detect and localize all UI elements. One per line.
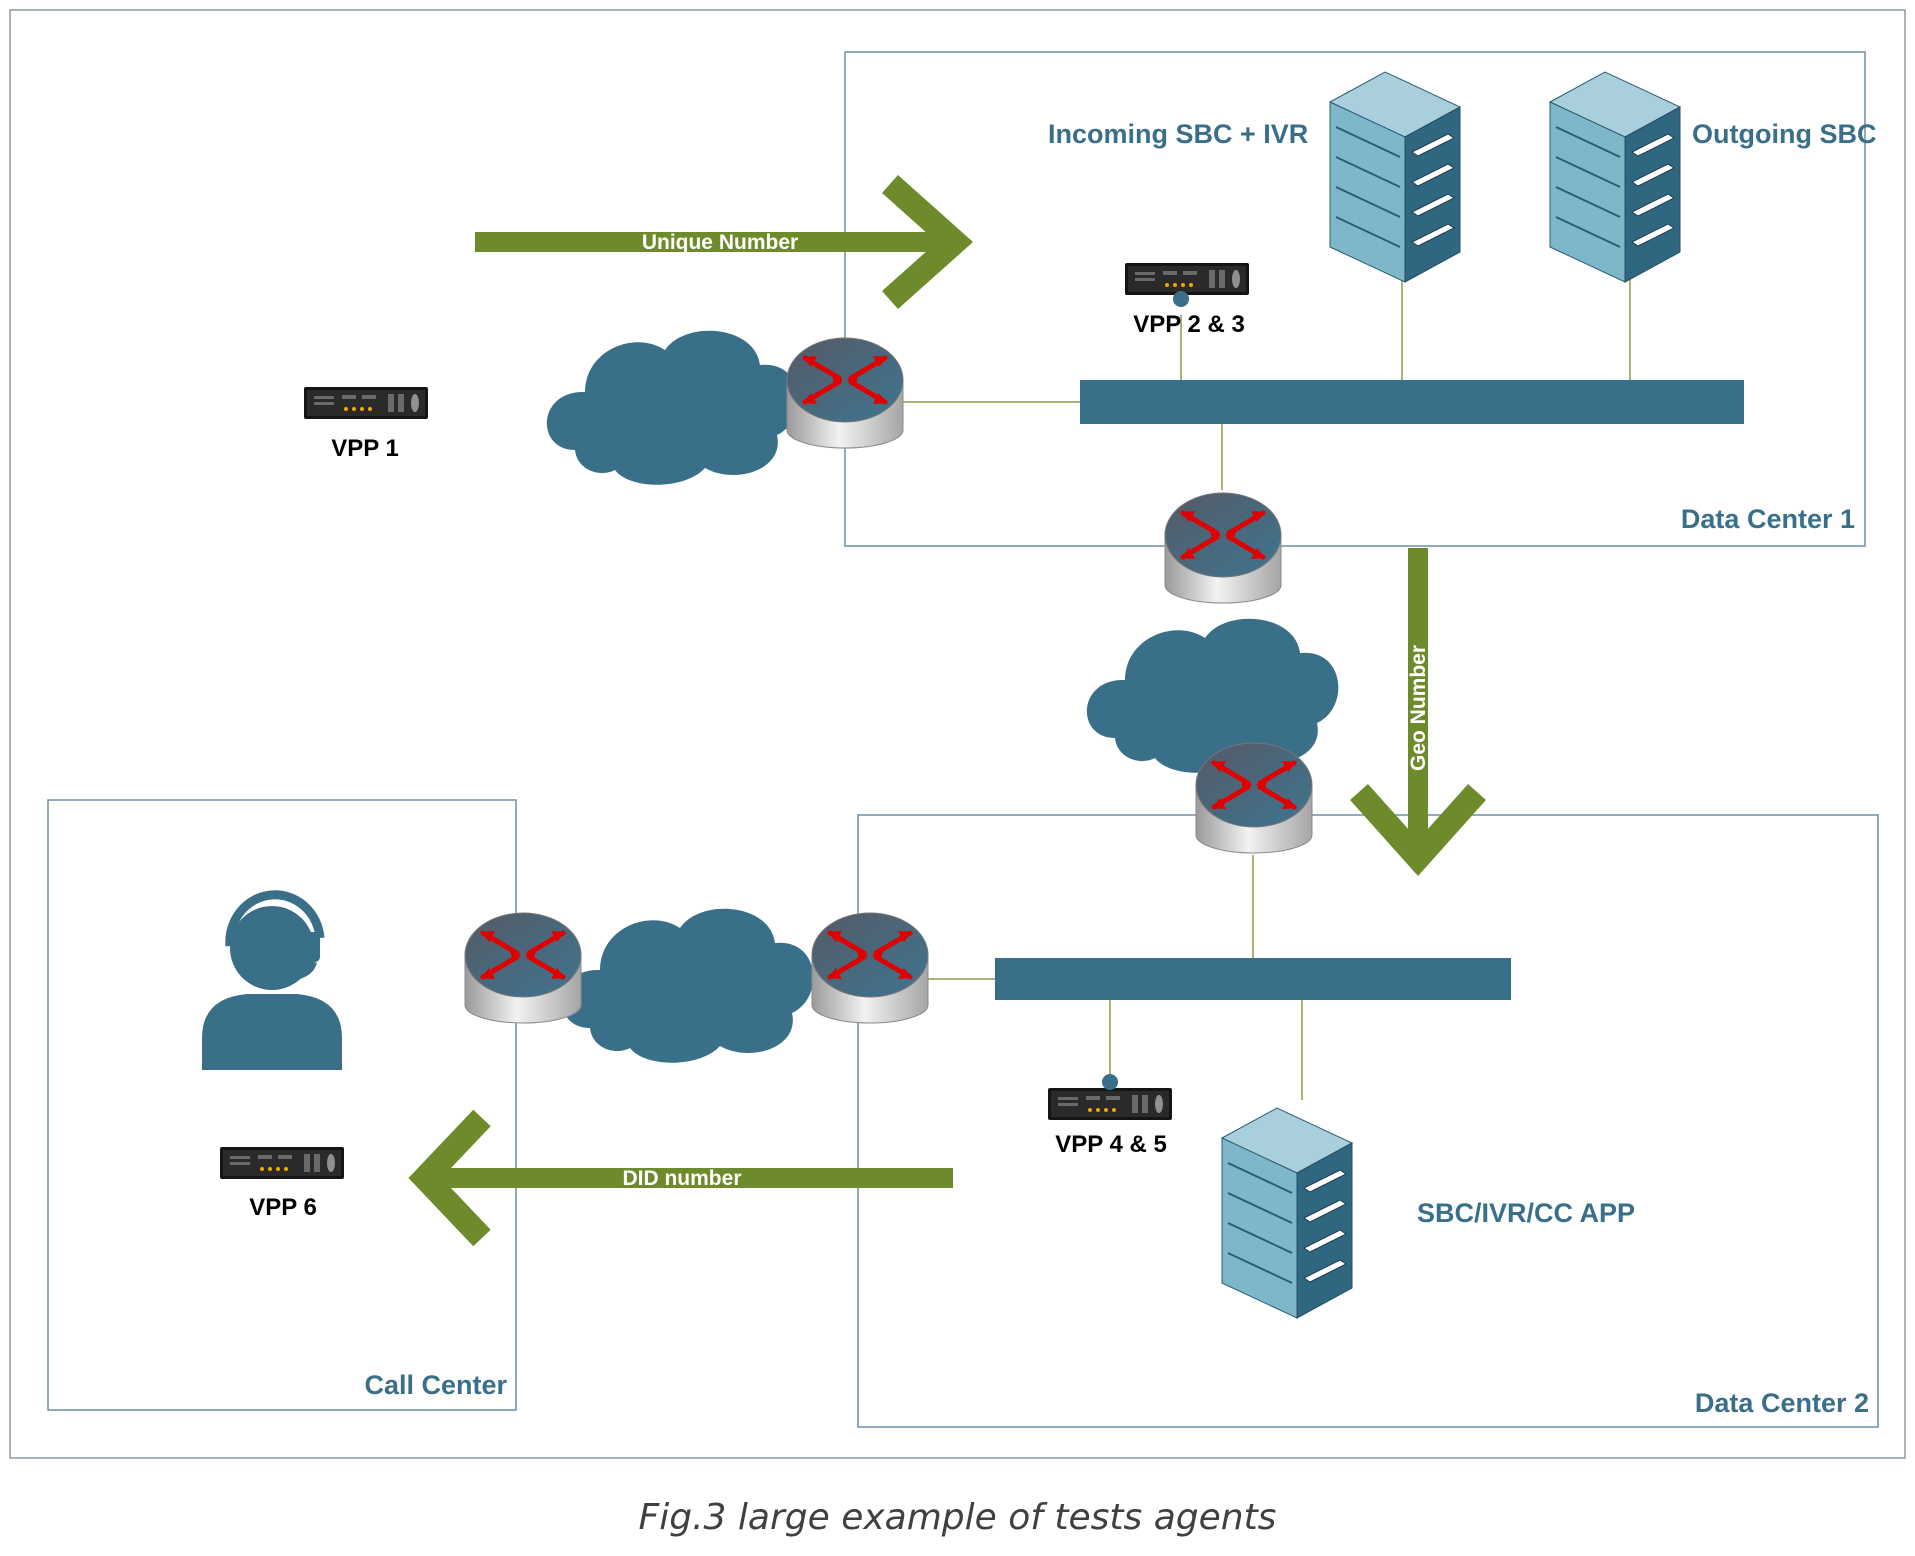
did-number-arrow — [408, 1109, 953, 1247]
unique-number-label: Unique Number — [642, 231, 798, 254]
vpp-1-label: VPP 1 — [331, 435, 399, 462]
did-number-label: DID number — [622, 1167, 741, 1190]
wan-cloud-1 — [546, 330, 799, 485]
figure-caption: Fig.3 large example of tests agents — [638, 1497, 1277, 1538]
vpp-2-3-port — [1173, 291, 1189, 307]
router-dc2-edge — [812, 913, 928, 1023]
vpp-1-device — [304, 387, 428, 419]
data-center-2-zone — [857, 814, 1879, 1428]
outgoing-sbc-server-icon — [1549, 71, 1681, 283]
vpp-4-5-label: VPP 4 & 5 — [1055, 1131, 1167, 1158]
connection-lines — [902, 275, 1631, 1100]
dc1-switch-bar — [1080, 380, 1744, 424]
network-diagram: Unique Number Geo Number DID number Inco… — [9, 9, 1906, 1459]
geo-number-arrow — [1350, 548, 1486, 877]
outer-frame — [9, 9, 1906, 1459]
wan-cloud-3 — [561, 908, 814, 1063]
call-center-agent-icon — [202, 895, 342, 1070]
data-center-2-label: Data Center 2 — [1695, 1388, 1869, 1418]
call-center-zone — [47, 799, 517, 1411]
unique-number-arrow — [475, 175, 974, 309]
router-dc1-wan — [1165, 493, 1281, 603]
router-dc1-edge — [787, 338, 903, 448]
data-center-1-zone — [844, 51, 1866, 547]
geo-number-label: Geo Number — [1407, 645, 1430, 771]
app-server-icon — [1221, 1107, 1353, 1319]
vpp-6-device — [220, 1147, 344, 1179]
incoming-sbc-server-icon — [1329, 71, 1461, 283]
app-server-label: SBC/IVR/CC APP — [1417, 1198, 1635, 1228]
incoming-sbc-label: Incoming SBC + IVR — [1048, 119, 1308, 149]
vpp-2-3-label: VPP 2 & 3 — [1133, 311, 1245, 338]
vpp-2-3-device — [1125, 263, 1249, 295]
router-call-center — [465, 913, 581, 1023]
router-dc2-wan — [1196, 743, 1312, 853]
call-center-label: Call Center — [364, 1370, 507, 1400]
outgoing-sbc-label: Outgoing SBC — [1692, 119, 1876, 149]
wan-cloud-2 — [1086, 618, 1339, 773]
data-center-1-label: Data Center 1 — [1681, 504, 1855, 534]
vpp-6-label: VPP 6 — [249, 1194, 317, 1221]
vpp-4-5-device — [1048, 1088, 1172, 1120]
dc2-switch-bar — [995, 958, 1511, 1000]
vpp-4-5-port — [1102, 1074, 1118, 1090]
